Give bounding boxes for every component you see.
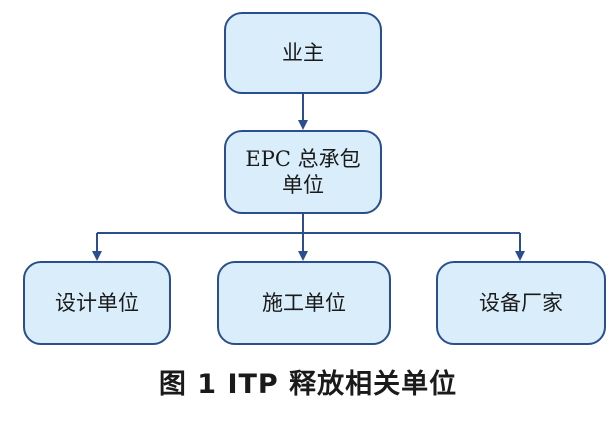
node-owner: 业主 [224, 12, 382, 94]
node-owner-label: 业主 [282, 41, 324, 65]
node-construction-label: 施工单位 [262, 291, 346, 315]
node-epc-label: EPC 总承包单位 [245, 147, 361, 197]
node-design-label: 设计单位 [55, 291, 139, 315]
node-equipment-label: 设备厂家 [479, 291, 563, 315]
node-epc-contractor: EPC 总承包单位 [224, 130, 382, 214]
node-design-unit: 设计单位 [23, 261, 171, 345]
node-equipment-vendor: 设备厂家 [436, 261, 606, 345]
figure-caption: 图 1 ITP 释放相关单位 [158, 369, 458, 400]
node-construction-unit: 施工单位 [217, 261, 391, 345]
